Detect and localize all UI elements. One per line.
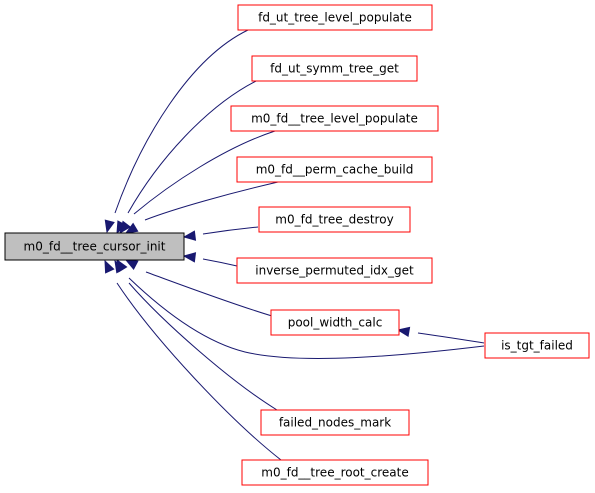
edge-line <box>116 282 282 461</box>
arrowhead <box>182 252 197 263</box>
node-label: m0_fd__tree_root_create <box>261 466 408 480</box>
arrowhead <box>124 222 139 234</box>
node-label: fd_ut_tree_level_populate <box>258 11 412 25</box>
node-m0-fd--tree-root-create[interactable]: m0_fd__tree_root_create <box>241 459 429 486</box>
edge-n7-to-root <box>124 259 273 317</box>
arrowhead <box>182 230 197 241</box>
node-box <box>230 105 439 132</box>
edge-line <box>144 181 279 221</box>
edge-line <box>133 130 276 215</box>
edge-line <box>145 271 273 317</box>
call-graph-edges <box>104 29 485 461</box>
node-label: m0_fd__perm_cache_build <box>256 163 414 177</box>
node-box <box>236 257 433 284</box>
arrowhead <box>396 326 411 338</box>
node-inverse-permuted-idx-get[interactable]: inverse_permuted_idx_get <box>236 257 433 284</box>
node-label: pool_width_calc <box>288 316 383 330</box>
node-pool-width-calc[interactable]: pool_width_calc <box>270 309 400 336</box>
node-is-tgt-failed[interactable]: is_tgt_failed <box>484 332 590 359</box>
edge-n4-to-root <box>124 181 279 234</box>
edge-line <box>127 80 257 214</box>
arrowhead <box>124 259 139 270</box>
node-fd-ut-symm-tree-get[interactable]: fd_ut_symm_tree_get <box>251 55 418 82</box>
node-label: m0_fd__tree_level_populate <box>251 112 418 126</box>
edge-line <box>128 277 485 359</box>
node-fd-ut-tree-level-populate[interactable]: fd_ut_tree_level_populate <box>237 4 433 31</box>
node-label: fd_ut_symm_tree_get <box>270 62 399 76</box>
node-label: m0_fd_tree_destroy <box>275 213 393 227</box>
node-box <box>241 459 429 486</box>
arrowhead <box>119 220 132 235</box>
node-box <box>4 232 185 261</box>
node-label: is_tgt_failed <box>501 339 573 353</box>
edge-line <box>202 226 259 235</box>
node-box <box>260 409 410 436</box>
node-box <box>236 156 433 183</box>
node-box <box>251 55 418 82</box>
edge-n6-to-root <box>182 252 238 267</box>
edge-n1-to-root <box>104 29 249 234</box>
node-m0-fd--tree-level-populate[interactable]: m0_fd__tree_level_populate <box>230 105 439 132</box>
node-label: m0_fd__tree_cursor_init <box>24 240 166 254</box>
edge-line <box>417 332 485 344</box>
node-label: failed_nodes_mark <box>279 416 391 430</box>
node-label: inverse_permuted_idx_get <box>255 264 414 278</box>
arrowhead <box>114 259 126 274</box>
edge-line <box>202 258 238 267</box>
node-box <box>237 4 433 31</box>
edge-line <box>114 29 249 214</box>
node-m0-fd-tree-destroy[interactable]: m0_fd_tree_destroy <box>258 206 411 233</box>
edge-n8-to-n7 <box>396 326 485 344</box>
node-box <box>258 206 411 233</box>
arrowhead <box>104 259 115 274</box>
edge-n10-to-root <box>104 259 282 461</box>
node-m0-fd--perm-cache-build[interactable]: m0_fd__perm_cache_build <box>236 156 433 183</box>
edge-n5-to-root <box>182 226 259 241</box>
edge-n3-to-root <box>119 130 276 235</box>
node-root-m0-fd--tree-cursor-init: m0_fd__tree_cursor_init <box>4 232 185 261</box>
node-box <box>270 309 400 336</box>
node-box <box>484 332 590 359</box>
edge-n9-to-root <box>114 259 278 411</box>
call-graph-nodes: m0_fd__tree_cursor_init fd_ut_tree_level_… <box>4 4 590 486</box>
node-failed-nodes-mark[interactable]: failed_nodes_mark <box>260 409 410 436</box>
arrowhead <box>104 219 115 234</box>
edge-line <box>128 282 278 411</box>
